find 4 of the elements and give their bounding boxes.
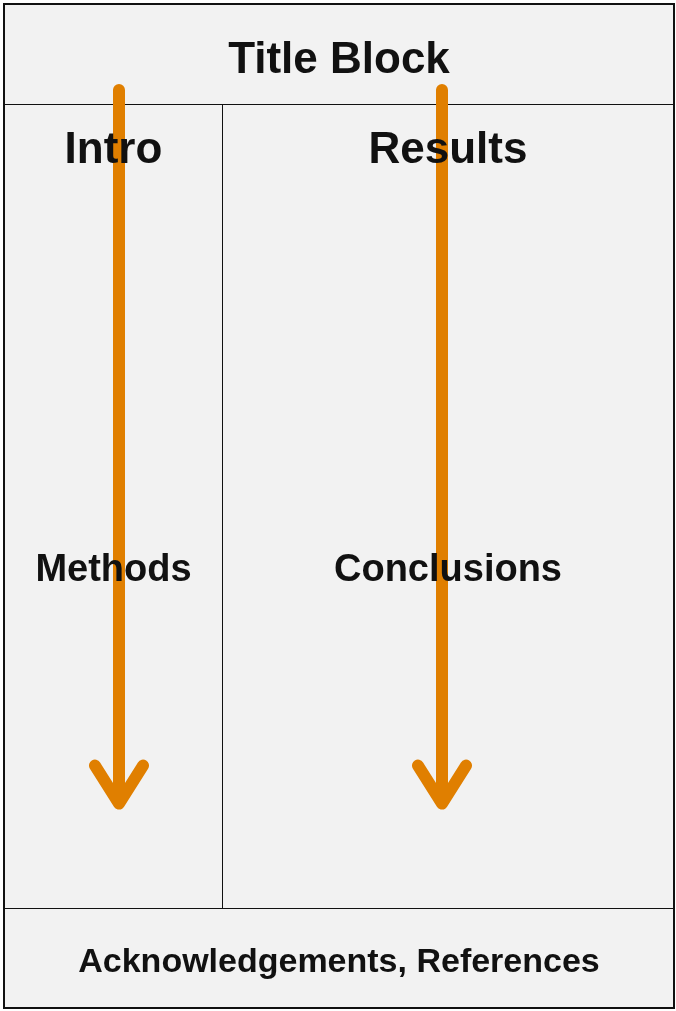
section-heading: Title Block [228, 33, 450, 82]
arrow [89, 84, 149, 810]
arrow [412, 84, 472, 810]
section-heading: Acknowledgements, References [78, 941, 600, 979]
